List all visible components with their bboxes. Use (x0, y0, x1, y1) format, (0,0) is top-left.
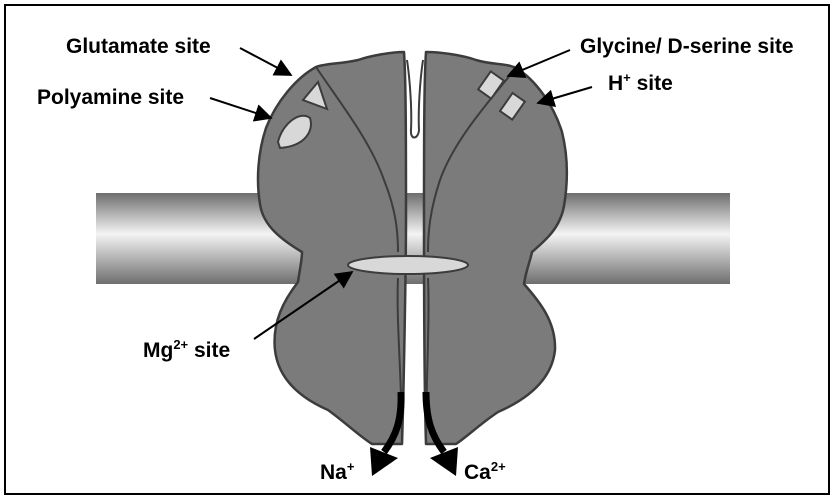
ca-base: Ca (464, 461, 491, 484)
polyamine-arrow (210, 98, 271, 118)
h-base: H (608, 72, 623, 95)
ca-superscript: 2+ (491, 459, 506, 474)
glutamate-site-label: Glutamate site (66, 36, 211, 57)
mg-superscript: 2+ (173, 337, 188, 352)
glutamate-arrow (240, 48, 291, 75)
central-pore (407, 60, 423, 138)
h-arrow (538, 87, 592, 103)
glycine-arrow (508, 50, 570, 76)
mg-tail: site (188, 339, 230, 362)
mg-base: Mg (143, 339, 173, 362)
glycine-site-label: Glycine/ D-serine site (580, 36, 794, 57)
calcium-ion-label: Ca2+ (464, 462, 506, 483)
h-tail: site (631, 72, 673, 95)
na-base: Na (320, 461, 347, 484)
mg-site-label: Mg2+ site (143, 340, 230, 361)
h-superscript: + (623, 70, 631, 85)
na-superscript: + (347, 459, 355, 474)
h-site-label: H+ site (608, 73, 673, 94)
polyamine-site-label: Polyamine site (37, 87, 184, 108)
sodium-ion-label: Na+ (320, 462, 354, 483)
mg-site-shape (348, 256, 468, 274)
